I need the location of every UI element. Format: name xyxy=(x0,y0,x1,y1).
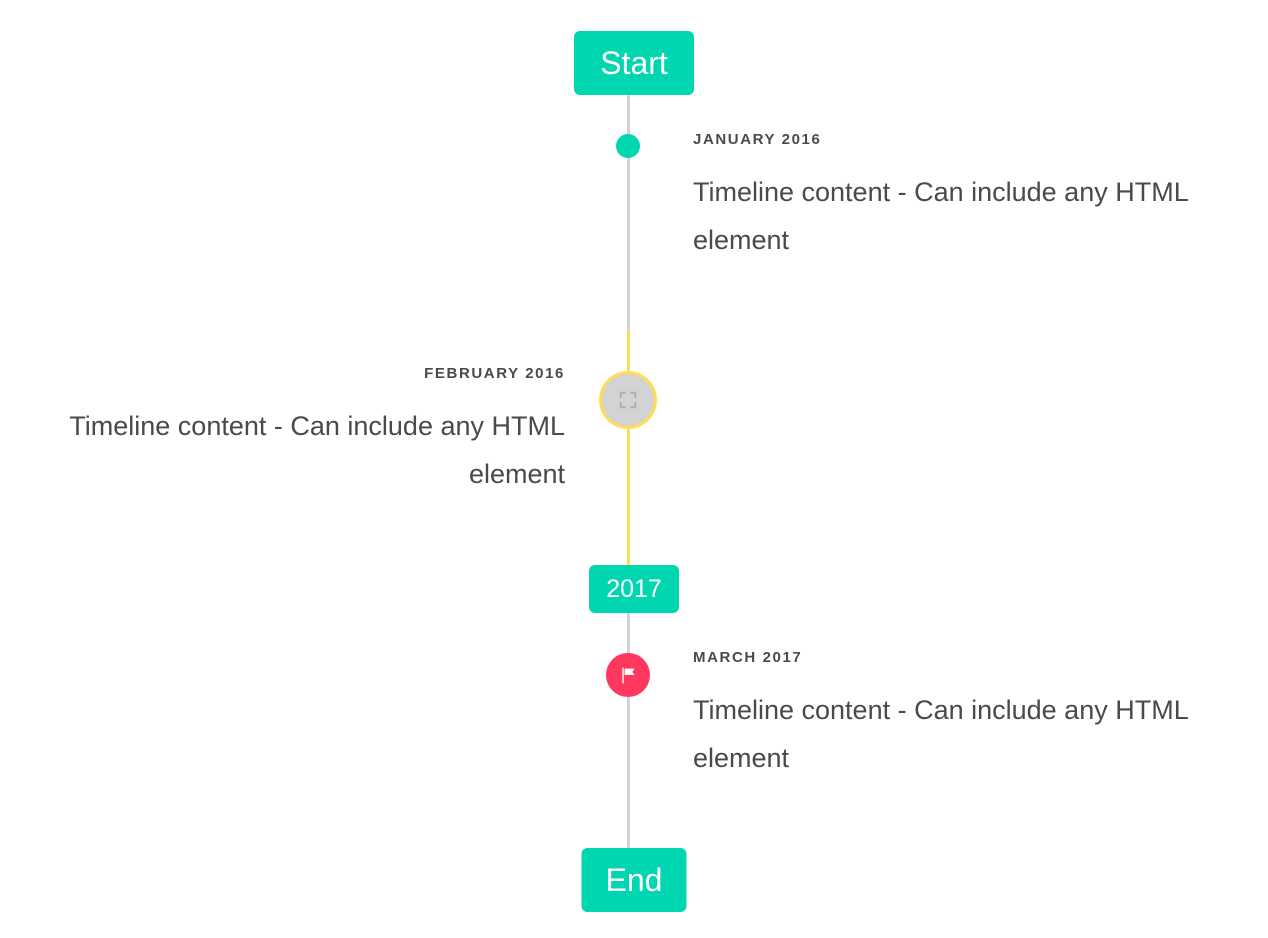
timeline-header-badge-2017[interactable]: 2017 xyxy=(589,565,679,613)
timeline-item-january-2016: JANUARY 2016 Timeline content - Can incl… xyxy=(0,131,1268,264)
timeline-item-body: Timeline content - Can include any HTML … xyxy=(693,694,1188,773)
timeline-item-body: Timeline content - Can include any HTML … xyxy=(693,176,1188,255)
timeline-item-february-2016: FEBRUARY 2016 Timeline content - Can inc… xyxy=(0,365,1268,498)
timeline-item-date: JANUARY 2016 xyxy=(693,131,822,148)
timeline-marker-january-2016[interactable] xyxy=(616,134,640,158)
timeline-marker-february-2016[interactable] xyxy=(599,371,657,429)
timeline-item-date: FEBRUARY 2016 xyxy=(424,365,565,382)
timeline-marker-march-2017[interactable] xyxy=(606,653,650,697)
timeline-rail-segment-top xyxy=(627,80,630,332)
timeline-item-march-2017: MARCH 2017 Timeline content - Can includ… xyxy=(0,649,1268,782)
timeline-item-content: JANUARY 2016 Timeline content - Can incl… xyxy=(693,131,1238,264)
timeline-header-badge[interactable]: Start xyxy=(574,31,694,95)
timeline-rail-segment-highlight xyxy=(627,330,630,582)
flag-icon xyxy=(621,667,634,683)
timeline-footer-badge[interactable]: End xyxy=(581,848,687,912)
timeline-item-body: Timeline content - Can include any HTML … xyxy=(69,410,565,489)
timeline-item-content: FEBRUARY 2016 Timeline content - Can inc… xyxy=(20,365,565,498)
timeline-item-content: MARCH 2017 Timeline content - Can includ… xyxy=(693,649,1238,782)
timeline-rail-segment-bottom xyxy=(627,578,630,868)
broken-image-icon xyxy=(619,391,637,409)
timeline-item-date: MARCH 2017 xyxy=(693,649,803,666)
